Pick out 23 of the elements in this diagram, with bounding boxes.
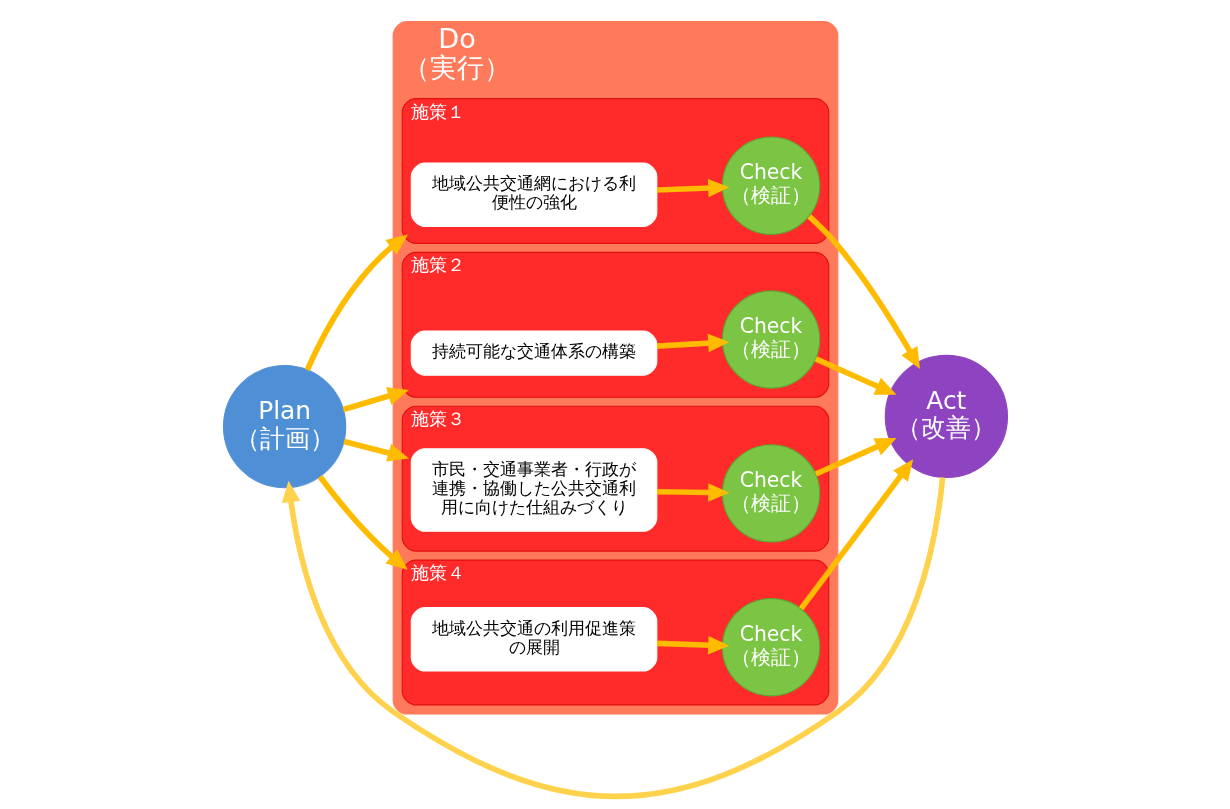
node-box: 地域公共交通網における利便性の強化 xyxy=(410,162,657,227)
arrow xyxy=(656,178,729,198)
node-circle: Plan （計画） xyxy=(222,365,346,489)
node-circle: Act （改善） xyxy=(884,354,1008,479)
node-box: 市民・交通事業者・行政が連携・協働した公共交通利用に向けた仕組みづくり xyxy=(410,448,657,532)
arrow xyxy=(656,635,729,655)
arrow xyxy=(342,438,409,462)
arrow xyxy=(656,333,729,353)
node-circle: Check （検証） xyxy=(721,444,820,543)
node-circle: Check （検証） xyxy=(721,136,820,235)
arrow xyxy=(814,356,897,395)
arrow xyxy=(814,438,897,477)
arrow xyxy=(342,387,409,413)
arrow xyxy=(798,459,913,611)
arrow xyxy=(281,477,945,799)
node-box: 地域公共交通の利用促進策の展開 xyxy=(410,607,657,672)
node-circle: Check （検証） xyxy=(721,598,820,697)
arrow xyxy=(317,475,408,570)
arrow xyxy=(304,234,408,371)
arrow xyxy=(656,483,729,502)
node-box: 持続可能な交通体系の構築 xyxy=(410,330,657,376)
node-circle: Check （検証） xyxy=(721,290,820,389)
arrow xyxy=(806,214,920,369)
